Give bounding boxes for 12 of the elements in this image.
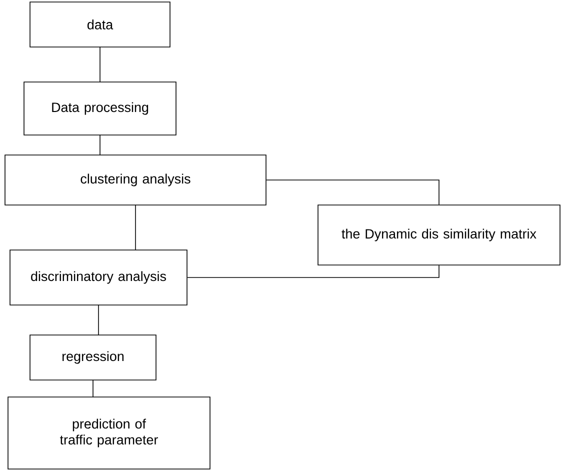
process-box: prediction of traffic parameter — [8, 396, 210, 470]
connector-line — [187, 264, 440, 278]
process-box: clustering analysis — [4, 154, 266, 206]
process-box: data — [30, 2, 170, 48]
process-box: Data processing — [24, 82, 176, 136]
process-box: discriminatory analysis — [10, 250, 188, 306]
connector-line — [92, 380, 94, 398]
connector-line — [266, 180, 440, 205]
connector-line — [135, 204, 136, 250]
process-box: regression — [30, 334, 156, 380]
connector-line — [98, 304, 99, 336]
process-box: the Dynamic dis similarity matrix — [318, 204, 560, 266]
